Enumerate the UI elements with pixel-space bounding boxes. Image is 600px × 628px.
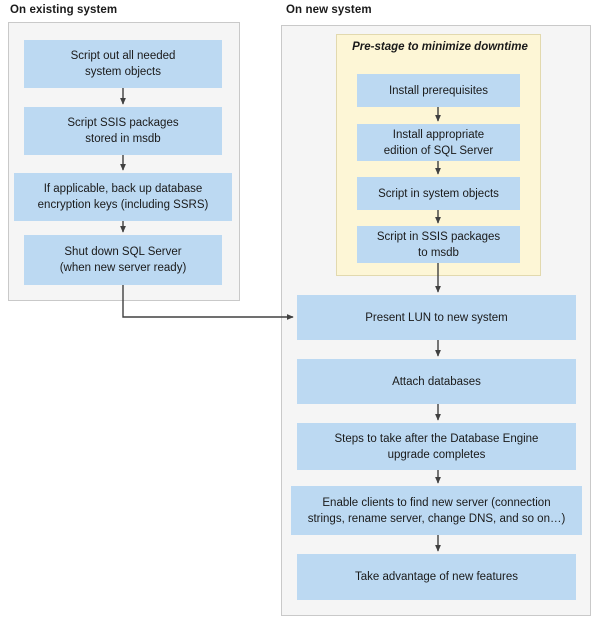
node-line-1: Attach databases — [392, 375, 481, 388]
node-script-out-system-objects[interactable]: Script out all needed system objects — [24, 40, 222, 88]
node-install-prerequisites[interactable]: Install prerequisites — [357, 74, 520, 107]
node-line-2: to msdb — [418, 246, 459, 259]
node-post-upgrade-steps[interactable]: Steps to take after the Database Engine … — [297, 423, 576, 470]
node-line-1: Script out all needed — [70, 50, 176, 62]
node-attach-databases[interactable]: Attach databases — [297, 359, 576, 404]
node-line-1: Script in SSIS packages — [376, 230, 501, 243]
node-line-1: Install appropriate — [392, 128, 485, 141]
node-line-1: Take advantage of new features — [354, 571, 519, 583]
node-line-1: Script in system objects — [378, 187, 499, 200]
node-line-1: Steps to take after the Database Engine — [334, 432, 539, 445]
group-title-existing-system: On existing system — [10, 4, 118, 16]
node-present-lun[interactable]: Present LUN to new system — [297, 295, 576, 340]
node-line-2: edition of SQL Server — [383, 144, 494, 157]
node-line-2: strings, rename server, change DNS, and … — [307, 512, 566, 525]
node-line-1: Shut down SQL Server — [64, 246, 182, 258]
node-take-advantage-new-features[interactable]: Take advantage of new features — [297, 554, 576, 600]
node-line-2: upgrade completes — [387, 448, 486, 461]
node-script-in-ssis-packages[interactable]: Script in SSIS packages to msdb — [357, 226, 520, 263]
node-line-2: stored in msdb — [85, 133, 161, 145]
node-line-1: Script SSIS packages — [67, 117, 179, 129]
node-line-1: Enable clients to find new server (conne… — [322, 496, 551, 509]
node-enable-clients-find-server[interactable]: Enable clients to find new server (conne… — [291, 486, 582, 535]
node-back-up-encryption-keys[interactable]: If applicable, back up database encrypti… — [14, 173, 232, 221]
prestage-label: Pre-stage to minimize downtime — [352, 41, 528, 53]
node-line-2: encryption keys (including SSRS) — [37, 199, 209, 211]
node-line-1: If applicable, back up database — [43, 183, 203, 195]
node-shut-down-sql-server[interactable]: Shut down SQL Server (when new server re… — [24, 235, 222, 285]
node-script-in-system-objects[interactable]: Script in system objects — [357, 177, 520, 210]
node-script-ssis-packages[interactable]: Script SSIS packages stored in msdb — [24, 107, 222, 155]
node-install-sql-server-edition[interactable]: Install appropriate edition of SQL Serve… — [357, 124, 520, 161]
node-line-1: Present LUN to new system — [365, 311, 508, 324]
node-line-2: system objects — [84, 66, 162, 78]
node-line-1: Install prerequisites — [388, 84, 489, 97]
group-title-new-system: On new system — [286, 4, 372, 16]
node-line-2: (when new server ready) — [59, 262, 187, 274]
